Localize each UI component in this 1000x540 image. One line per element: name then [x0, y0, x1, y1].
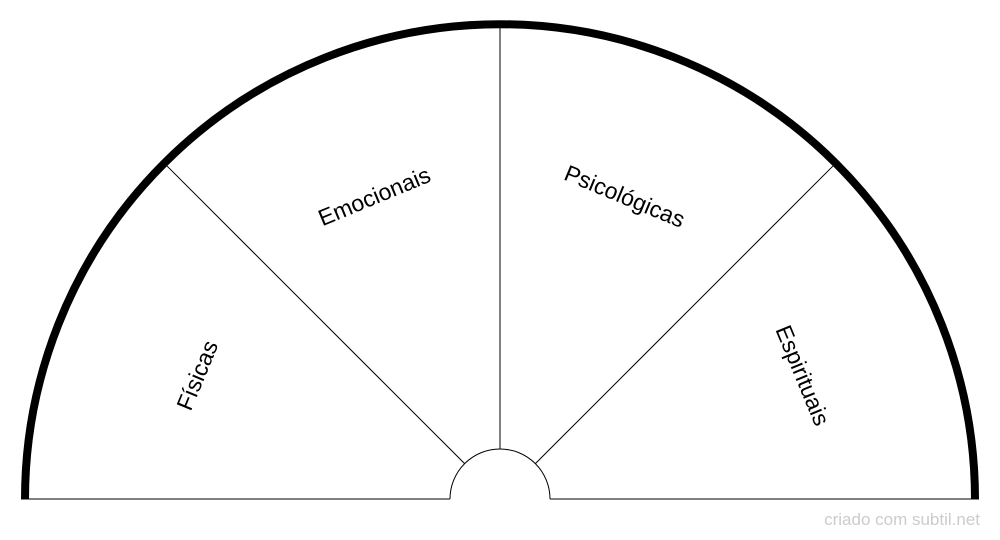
sector-label-fisicas: Físicas — [171, 337, 223, 414]
credit-text: criado com subtil.net — [824, 510, 980, 529]
sector-label-emocionais: Emocionais — [314, 161, 434, 231]
sector-label-psicologicas: Psicológicas — [561, 160, 689, 233]
hub-arc — [449, 448, 551, 500]
sector-labels: Físicas Emocionais Psicológicas Espiritu… — [171, 160, 835, 430]
outer-arc — [21, 20, 979, 500]
sector-label-espirituais: Espirituais — [770, 321, 835, 429]
sector-divider-3 — [535, 165, 834, 464]
sector-divider-1 — [166, 165, 465, 464]
sector-dividers — [166, 28, 834, 464]
